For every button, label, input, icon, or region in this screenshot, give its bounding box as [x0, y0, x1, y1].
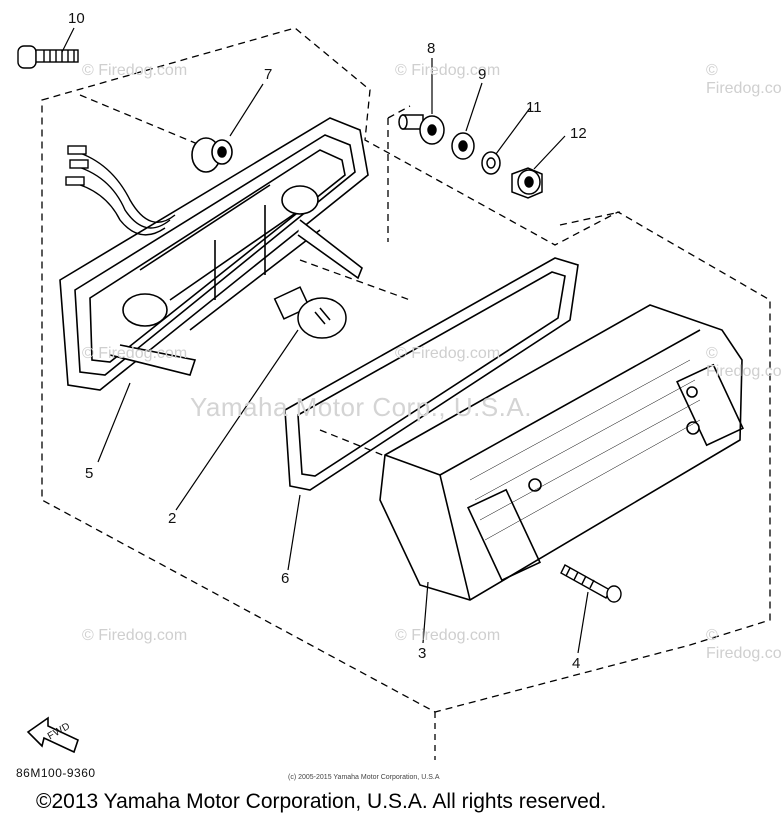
screw-10-drawing [17, 45, 79, 69]
collar-8-drawing [398, 114, 445, 145]
assembly-boundary [41, 27, 771, 713]
footer-copyright: ©2013 Yamaha Motor Corporation, U.S.A. A… [36, 790, 607, 813]
bulb-2-drawing [273, 286, 347, 339]
callout-4: 4 [572, 655, 581, 672]
wire-harness-drawing [65, 145, 176, 236]
callout-7: 7 [264, 66, 273, 83]
fwd-arrow-drawing [26, 716, 79, 754]
small-copyright: (c) 2005-2015 Yamaha Motor Corporation, … [288, 774, 440, 781]
grommet-7-drawing [191, 137, 233, 173]
callout-5: 5 [85, 465, 94, 482]
watermark: © Firedog.com [395, 627, 501, 644]
callout-leaders [61, 27, 589, 654]
diagram-code: 86M100-9360 [16, 766, 96, 780]
lamp-base-5-drawing [59, 117, 369, 391]
screw-4-drawing [560, 564, 622, 603]
callout-12: 12 [570, 125, 587, 142]
callout-3: 3 [418, 645, 427, 662]
callout-9: 9 [478, 66, 487, 83]
watermark: © Firedog.com [82, 62, 188, 79]
watermark: © Firedog.com [82, 627, 188, 644]
washer-9-drawing [451, 132, 475, 160]
watermark: © Firedog.com [706, 62, 782, 97]
callout-6: 6 [281, 570, 290, 587]
lens-3-drawing [379, 304, 744, 601]
callout-8: 8 [427, 40, 436, 57]
watermark: © Firedog.com [395, 62, 501, 79]
lock-washer-11-drawing [481, 151, 501, 175]
watermark: © Firedog.com [82, 345, 188, 362]
nut-12-drawing [511, 167, 543, 199]
watermark: © Firedog.com [706, 627, 782, 662]
callout-11: 11 [526, 99, 542, 116]
gasket-6-drawing [284, 257, 579, 491]
watermark: © Firedog.com [706, 345, 782, 380]
hardware-bracket [387, 105, 411, 242]
callout-2: 2 [168, 510, 177, 527]
watermark: © Firedog.com [395, 345, 501, 362]
callout-10: 10 [68, 10, 85, 27]
center-watermark: Yamaha Motor Corp., U.S.A. [190, 392, 532, 422]
